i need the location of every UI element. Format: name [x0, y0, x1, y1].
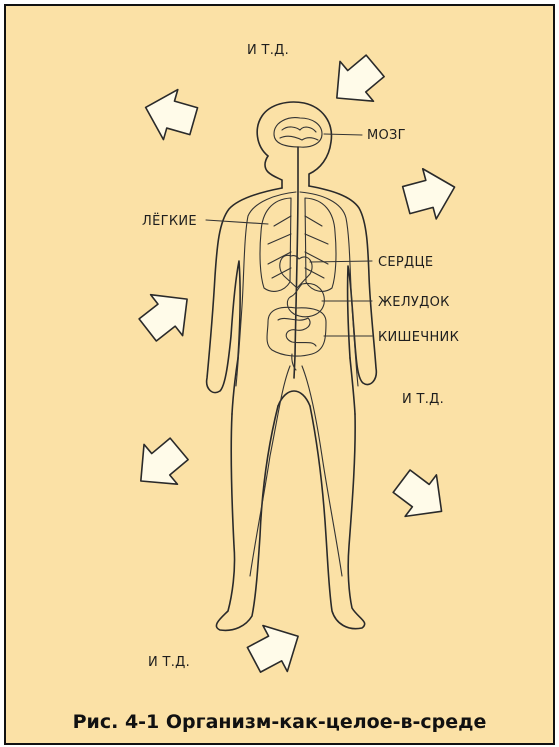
arrow-lower-right [386, 460, 457, 532]
label-lungs: ЛЁГКИЕ [142, 213, 197, 229]
arrow-left-middle [132, 279, 203, 351]
label-etc-top: И Т.Д. [247, 43, 289, 58]
brain [274, 118, 322, 148]
label-stomach: ЖЕЛУДОК [378, 295, 450, 310]
arrow-upper-left [138, 82, 200, 146]
spinal-cord [294, 147, 298, 378]
arrow-bottom [242, 613, 311, 682]
label-etc-bottom: И Т.Д. [148, 655, 190, 670]
arrow-upper-right [400, 162, 462, 225]
body-outline [207, 102, 377, 630]
label-intestine: КИШЕЧНИК [378, 330, 459, 345]
figure-frame: И Т.Д. МОЗГ ЛЁГКИЕ СЕРДЦЕ ЖЕЛУДОК КИШЕЧН… [4, 4, 555, 745]
stomach [287, 284, 324, 317]
label-brain: МОЗГ [367, 128, 406, 143]
label-heart: СЕРДЦЕ [378, 255, 433, 270]
arrow-top-right [320, 46, 392, 118]
organism-diagram: И Т.Д. МОЗГ ЛЁГКИЕ СЕРДЦЕ ЖЕЛУДОК КИШЕЧН… [6, 6, 553, 743]
figure-caption: Рис. 4-1 Организм-как-целое-в-среде [6, 711, 553, 733]
label-etc-right: И Т.Д. [402, 392, 444, 407]
arrow-lower-left [124, 429, 196, 501]
